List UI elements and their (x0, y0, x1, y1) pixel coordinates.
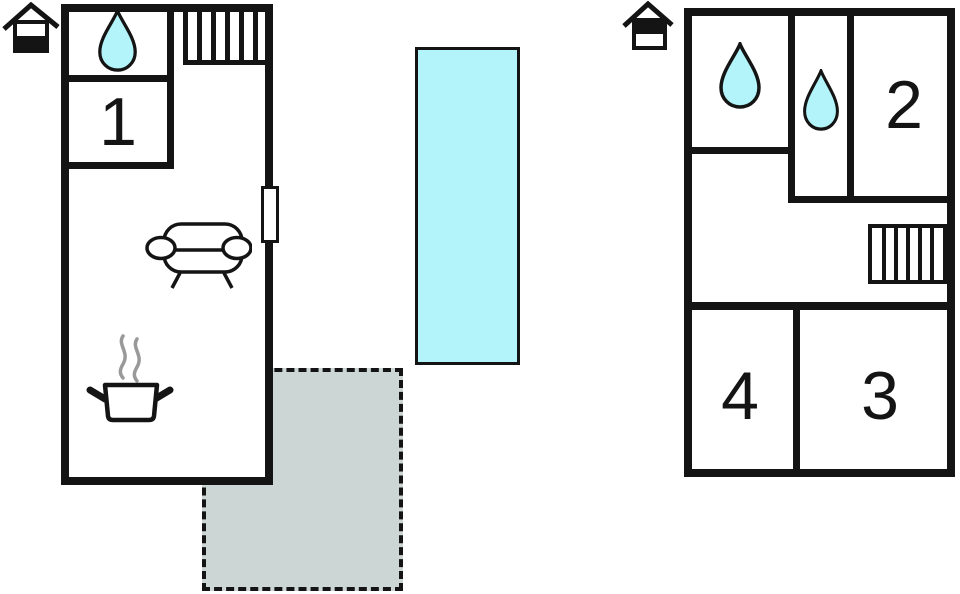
shower-water-drop-icon (803, 69, 839, 131)
wall (69, 75, 167, 82)
stairs-icon (868, 224, 947, 284)
wall (69, 162, 174, 169)
wall (788, 16, 795, 203)
room-label-1: 1 (99, 84, 137, 160)
wall (692, 147, 795, 154)
wall (847, 16, 854, 203)
wall (692, 302, 947, 310)
swimming-pool (415, 47, 520, 365)
door (261, 186, 279, 243)
shower-water-drop-icon (98, 9, 137, 72)
room-label-3: 3 (861, 358, 899, 434)
sofa-icon (145, 222, 252, 289)
cooking-pot-icon (86, 334, 174, 423)
wall (793, 310, 800, 469)
wall (788, 196, 947, 203)
room-label-2: 2 (885, 67, 923, 143)
wall (167, 12, 174, 169)
first-floor-house-icon (622, 1, 674, 50)
ground-floor-house-icon (2, 2, 60, 53)
room-label-4: 4 (721, 358, 759, 434)
shower-water-drop-icon (719, 42, 761, 109)
